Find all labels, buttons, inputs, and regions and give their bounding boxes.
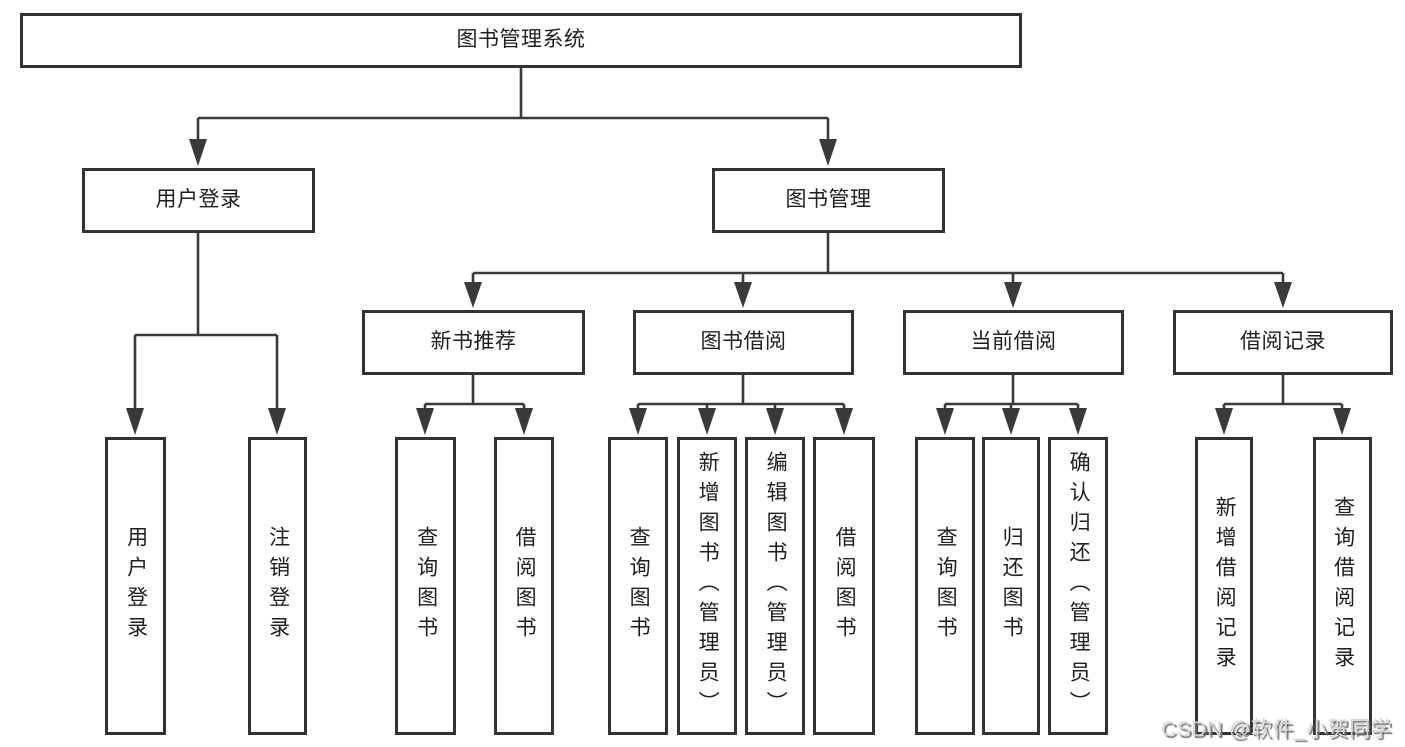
node-borrow-records: 借阅记录	[1173, 310, 1393, 375]
node-library-management-system: 图书管理系统	[20, 13, 1022, 68]
arrow-down-icon	[1215, 408, 1233, 435]
leaf-confirm-return-admin: 确认归还（管理员）	[1048, 437, 1108, 735]
arrow-down-icon	[629, 408, 647, 435]
arrow-down-icon	[1274, 282, 1292, 308]
leaf-user-login: 用户登录	[105, 437, 166, 735]
arrow-down-icon	[1333, 408, 1351, 435]
leaf-add-borrow-record: 新增借阅记录	[1195, 437, 1253, 735]
watermark: CSDN @软件_小贺同学	[1161, 718, 1392, 741]
arrow-down-icon	[189, 139, 207, 166]
node-book-management: 图书管理	[712, 168, 945, 233]
arrow-down-icon	[515, 408, 533, 435]
leaf-borrow-books-borrowing: 借阅图书	[813, 437, 875, 735]
arrow-down-icon	[416, 408, 434, 435]
arrow-down-icon	[464, 282, 482, 308]
node-book-borrowing: 图书借阅	[633, 310, 854, 375]
leaf-query-books-current: 查询图书	[915, 437, 975, 735]
leaf-query-borrow-record: 查询借阅记录	[1313, 437, 1372, 735]
leaf-query-books-recommend: 查询图书	[395, 437, 456, 735]
node-current-borrowing: 当前借阅	[903, 310, 1124, 375]
leaf-logout: 注销登录	[248, 437, 307, 735]
arrow-down-icon	[734, 282, 752, 308]
arrow-down-icon	[936, 408, 954, 435]
arrow-down-icon	[819, 139, 837, 166]
arrow-down-icon	[126, 408, 144, 435]
arrow-down-icon	[766, 408, 784, 435]
node-user-login: 用户登录	[82, 168, 315, 233]
arrow-down-icon	[1004, 282, 1022, 308]
arrow-down-icon	[1002, 408, 1020, 435]
leaf-edit-book-admin: 编辑图书（管理员）	[745, 437, 805, 735]
arrow-down-icon	[835, 408, 853, 435]
node-new-book-recommend: 新书推荐	[362, 310, 585, 375]
leaf-query-books-borrowing: 查询图书	[608, 437, 668, 735]
leaf-borrow-books-recommend: 借阅图书	[494, 437, 554, 735]
arrow-down-icon	[268, 408, 286, 435]
leaf-add-book-admin: 新增图书（管理员）	[677, 437, 737, 735]
arrow-down-icon	[698, 408, 716, 435]
arrow-down-icon	[1069, 408, 1087, 435]
leaf-return-book: 归还图书	[982, 437, 1040, 735]
